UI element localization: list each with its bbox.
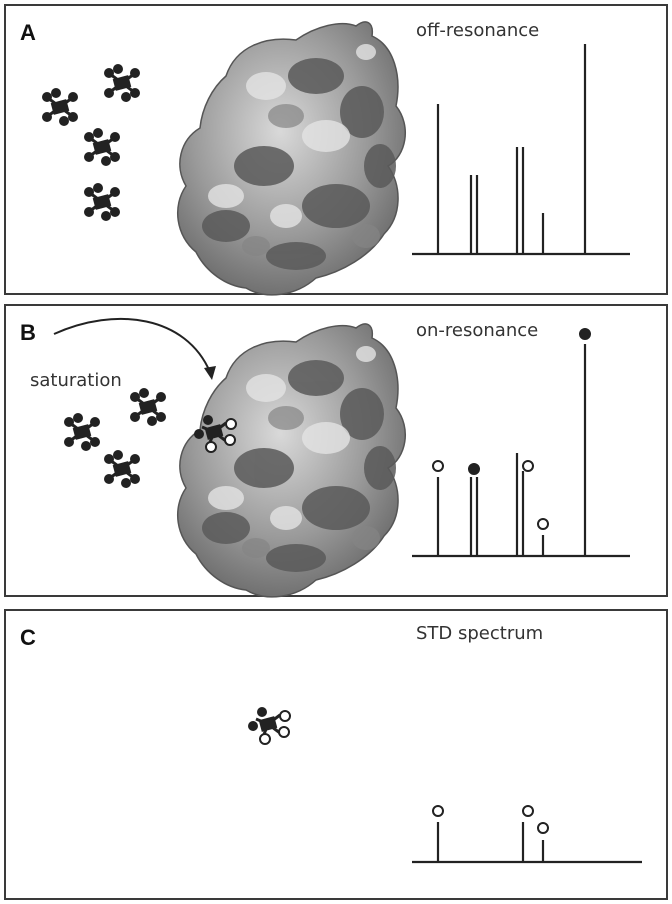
open-circle-marker bbox=[537, 822, 549, 834]
panel-a-graphic bbox=[40, 21, 630, 296]
ligand-molecule bbox=[246, 705, 292, 746]
saturation-label: saturation bbox=[30, 370, 122, 391]
ligand-molecule bbox=[128, 386, 168, 428]
panel-std-spectrum: C STD spectrum bbox=[4, 609, 668, 900]
ligand-molecule bbox=[82, 181, 122, 223]
panel-on-resonance: B on-resonance saturation bbox=[4, 304, 668, 598]
open-circle-marker bbox=[432, 805, 444, 817]
ligand-molecule bbox=[62, 411, 102, 453]
panel-label: C bbox=[20, 625, 36, 650]
open-circle-marker bbox=[522, 460, 534, 472]
open-circle-marker bbox=[537, 518, 549, 530]
panel-label: A bbox=[20, 20, 36, 45]
arrow-head-icon bbox=[204, 366, 216, 380]
peak-markers bbox=[432, 805, 549, 834]
open-circle-marker bbox=[432, 460, 444, 472]
ligand-molecule bbox=[102, 448, 142, 490]
panel-b-graphic bbox=[53, 317, 630, 598]
panel-c-graphic bbox=[246, 705, 642, 864]
panel-label: B bbox=[20, 320, 36, 345]
nmr-spectrum bbox=[412, 822, 642, 864]
filled-circle-marker bbox=[579, 328, 591, 340]
filled-circle-marker bbox=[468, 463, 480, 475]
spectrum-title: off-resonance bbox=[416, 20, 540, 41]
open-circle-marker bbox=[522, 805, 534, 817]
ligand-molecule bbox=[82, 126, 122, 168]
nmr-spectrum bbox=[412, 344, 630, 558]
spectrum-title: STD spectrum bbox=[416, 623, 544, 644]
ligand-molecule bbox=[102, 62, 142, 104]
nmr-spectrum bbox=[412, 44, 630, 256]
spectrum-title: on-resonance bbox=[416, 320, 539, 341]
ligand-molecule bbox=[40, 86, 80, 128]
saturation-arrow bbox=[53, 317, 211, 373]
protein-surface bbox=[176, 21, 407, 296]
panel-off-resonance: A off-resonance bbox=[4, 4, 668, 296]
protein-surface bbox=[176, 323, 407, 598]
peak-markers bbox=[432, 328, 591, 530]
